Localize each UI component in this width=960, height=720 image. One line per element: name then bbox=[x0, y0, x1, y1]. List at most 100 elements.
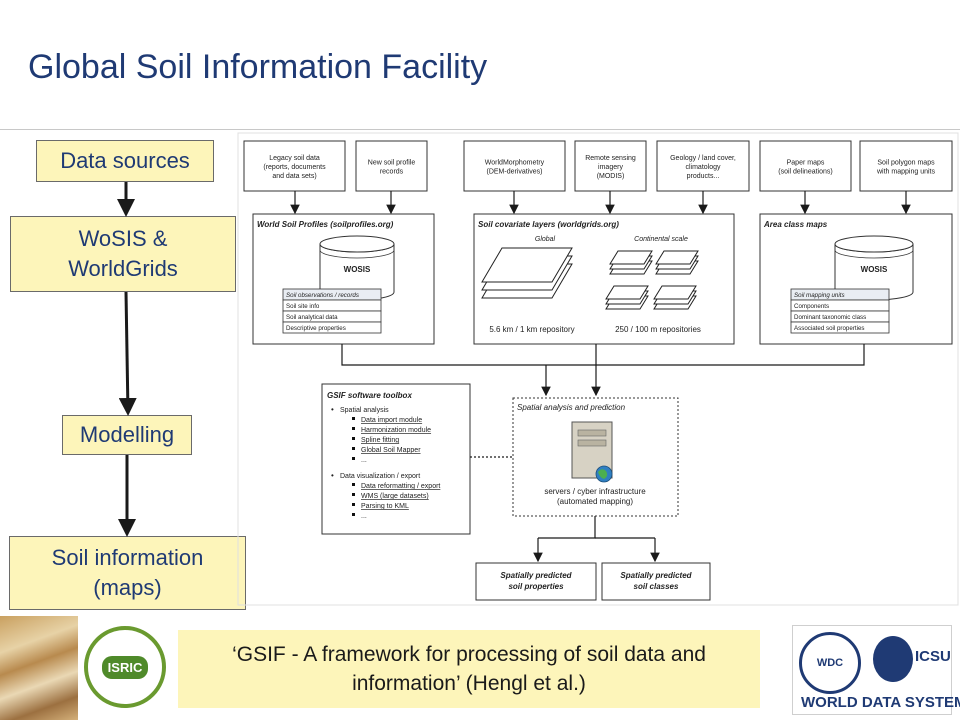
analysis-caption: (automated mapping) bbox=[557, 497, 633, 506]
source-new-soil-profiles bbox=[355, 140, 428, 192]
global-layer bbox=[481, 247, 573, 283]
toolbox-title: GSIF software toolbox bbox=[327, 391, 412, 400]
source-soil-polygon-maps-label: with mapping units bbox=[876, 169, 935, 176]
continental-layer-1 bbox=[609, 250, 653, 265]
source-paper-maps bbox=[759, 140, 852, 192]
wds-text: WORLD DATA SYSTEM bbox=[801, 694, 960, 711]
output-soil-properties-label: soil properties bbox=[508, 582, 564, 591]
source-worldmorphometry-label: (DEM-derivatives) bbox=[486, 169, 542, 176]
isric-logo-text: ISRIC bbox=[101, 655, 149, 679]
wdc-text: WDC bbox=[816, 657, 844, 669]
connector-outputs bbox=[538, 516, 596, 539]
toolbox-item-bullet bbox=[352, 437, 355, 440]
source-legacy-soil-data-label: and data sets) bbox=[272, 173, 316, 180]
connector-profiles bbox=[341, 344, 546, 366]
toolbox-group-label: Spatial analysis bbox=[340, 407, 389, 414]
profiles-table-row-label: Soil site info bbox=[286, 303, 320, 310]
profiles-panel-title: World Soil Profiles (soilprofiles.org) bbox=[257, 220, 394, 229]
continental-layer-2 bbox=[655, 250, 699, 265]
toolbox-item-bullet bbox=[352, 483, 355, 486]
step-soil-information: Soil information (maps) bbox=[9, 536, 246, 610]
profiles-table-row bbox=[282, 321, 382, 334]
soil-profile-image bbox=[0, 616, 78, 720]
area-table-row bbox=[790, 321, 890, 334]
toolbox-item-bullet bbox=[352, 493, 355, 496]
source-remote-sensing-label: Remote sensing bbox=[585, 155, 636, 162]
icsu-globe-icon bbox=[873, 636, 913, 682]
step-wosis-worldgrids-label: WoSIS & WorldGrids bbox=[68, 226, 178, 281]
area-table-row-label: Soil mapping units bbox=[794, 292, 845, 299]
output-soil-classes-label: soil classes bbox=[634, 582, 679, 591]
icsu-text: ICSU bbox=[915, 648, 951, 665]
covariates-global-repo: 5.6 km / 1 km repository bbox=[489, 325, 574, 334]
source-geology-landcover bbox=[656, 140, 750, 192]
source-remote-sensing-label: (MODIS) bbox=[597, 173, 625, 180]
step-soil-information-label: Soil information (maps) bbox=[51, 545, 204, 600]
diagram-frame bbox=[237, 132, 959, 606]
continental-layer-4 bbox=[653, 285, 697, 300]
analysis-caption: servers / cyber infrastructure bbox=[544, 487, 646, 496]
step-modelling-label: Modelling bbox=[79, 422, 175, 448]
toolbox-item: WMS (large datasets) bbox=[361, 493, 429, 500]
toolbox-item-bullet bbox=[352, 417, 355, 420]
toolbox-item: ... bbox=[361, 513, 367, 520]
area-db-cylinder-top bbox=[834, 235, 914, 253]
wdc-seal: WDC bbox=[799, 632, 861, 694]
toolbox-panel bbox=[321, 383, 471, 535]
server-drive-icon bbox=[577, 429, 607, 437]
toolbox-item-bullet bbox=[352, 457, 355, 460]
isric-logo: ISRIC bbox=[84, 626, 166, 708]
source-geology-landcover-label: Geology / land cover, bbox=[670, 155, 736, 162]
covariates-continental-repo: 250 / 100 m repositories bbox=[615, 325, 701, 334]
workflow-arrows bbox=[117, 182, 137, 537]
toolbox-bullet: • bbox=[331, 405, 334, 414]
source-paper-maps-label: (soil delineations) bbox=[778, 169, 832, 176]
source-paper-maps-label: Paper maps bbox=[787, 160, 825, 167]
output-soil-properties bbox=[475, 562, 597, 601]
toolbox-bullet: • bbox=[331, 471, 334, 480]
analysis-title: Spatial analysis and prediction bbox=[517, 403, 626, 412]
source-legacy-soil-data-label: Legacy soil data bbox=[269, 155, 320, 162]
output-soil-classes-label: Spatially predicted bbox=[620, 571, 692, 580]
toolbox-item-bullet bbox=[352, 427, 355, 430]
toolbox-group-label: Data visualization / export bbox=[340, 473, 420, 480]
toolbox-item-bullet bbox=[352, 503, 355, 506]
toolbox-item: Data reformatting / export bbox=[361, 483, 440, 490]
covariates-panel-title: Soil covariate layers (worldgrids.org) bbox=[478, 220, 619, 229]
toolbox-item: Harmonization module bbox=[361, 427, 431, 434]
area-db-cylinder-ring bbox=[834, 249, 914, 259]
source-geology-landcover-label: products... bbox=[687, 173, 720, 180]
profiles-db-cylinder-ring bbox=[319, 249, 395, 259]
title-divider bbox=[0, 129, 960, 130]
step-data-sources-label: Data sources bbox=[60, 148, 190, 174]
source-new-soil-profiles-label: records bbox=[380, 169, 404, 176]
source-worldmorphometry-label: WorldMorphometry bbox=[485, 160, 545, 167]
area-table-row-label: Associated soil properties bbox=[794, 325, 865, 332]
output-soil-classes bbox=[601, 562, 711, 601]
connector-area bbox=[546, 344, 865, 366]
profiles-table-row-label: Soil observations / records bbox=[286, 292, 359, 299]
area-table-row-label: Dominant taxonomic class bbox=[794, 314, 866, 321]
workflow-arrow bbox=[118, 291, 137, 416]
step-modelling: Modelling bbox=[62, 415, 192, 455]
profiles-db-cylinder-top bbox=[319, 235, 395, 253]
source-soil-polygon-maps bbox=[859, 140, 953, 192]
toolbox-item: ... bbox=[361, 457, 367, 464]
toolbox-item: Spline fitting bbox=[361, 437, 399, 444]
source-remote-sensing bbox=[574, 140, 647, 192]
covariates-global-label: Global bbox=[535, 236, 556, 243]
toolbox-item-bullet bbox=[352, 513, 355, 516]
profiles-table-row-label: Soil analytical data bbox=[286, 314, 338, 321]
step-data-sources: Data sources bbox=[36, 140, 214, 182]
server-drive-icon bbox=[577, 439, 607, 447]
source-soil-polygon-maps-label: Soil polygon maps bbox=[877, 160, 935, 167]
area-panel-title: Area class maps bbox=[763, 220, 828, 229]
source-worldmorphometry bbox=[463, 140, 566, 192]
page-title: Global Soil Information Facility bbox=[28, 48, 488, 86]
source-new-soil-profiles-label: New soil profile bbox=[368, 160, 416, 167]
toolbox-item: Data import module bbox=[361, 417, 422, 424]
toolbox-item: Global Soil Mapper bbox=[361, 447, 421, 454]
output-soil-properties-label: Spatially predicted bbox=[500, 571, 572, 580]
area-table-row-label: Components bbox=[794, 303, 829, 310]
